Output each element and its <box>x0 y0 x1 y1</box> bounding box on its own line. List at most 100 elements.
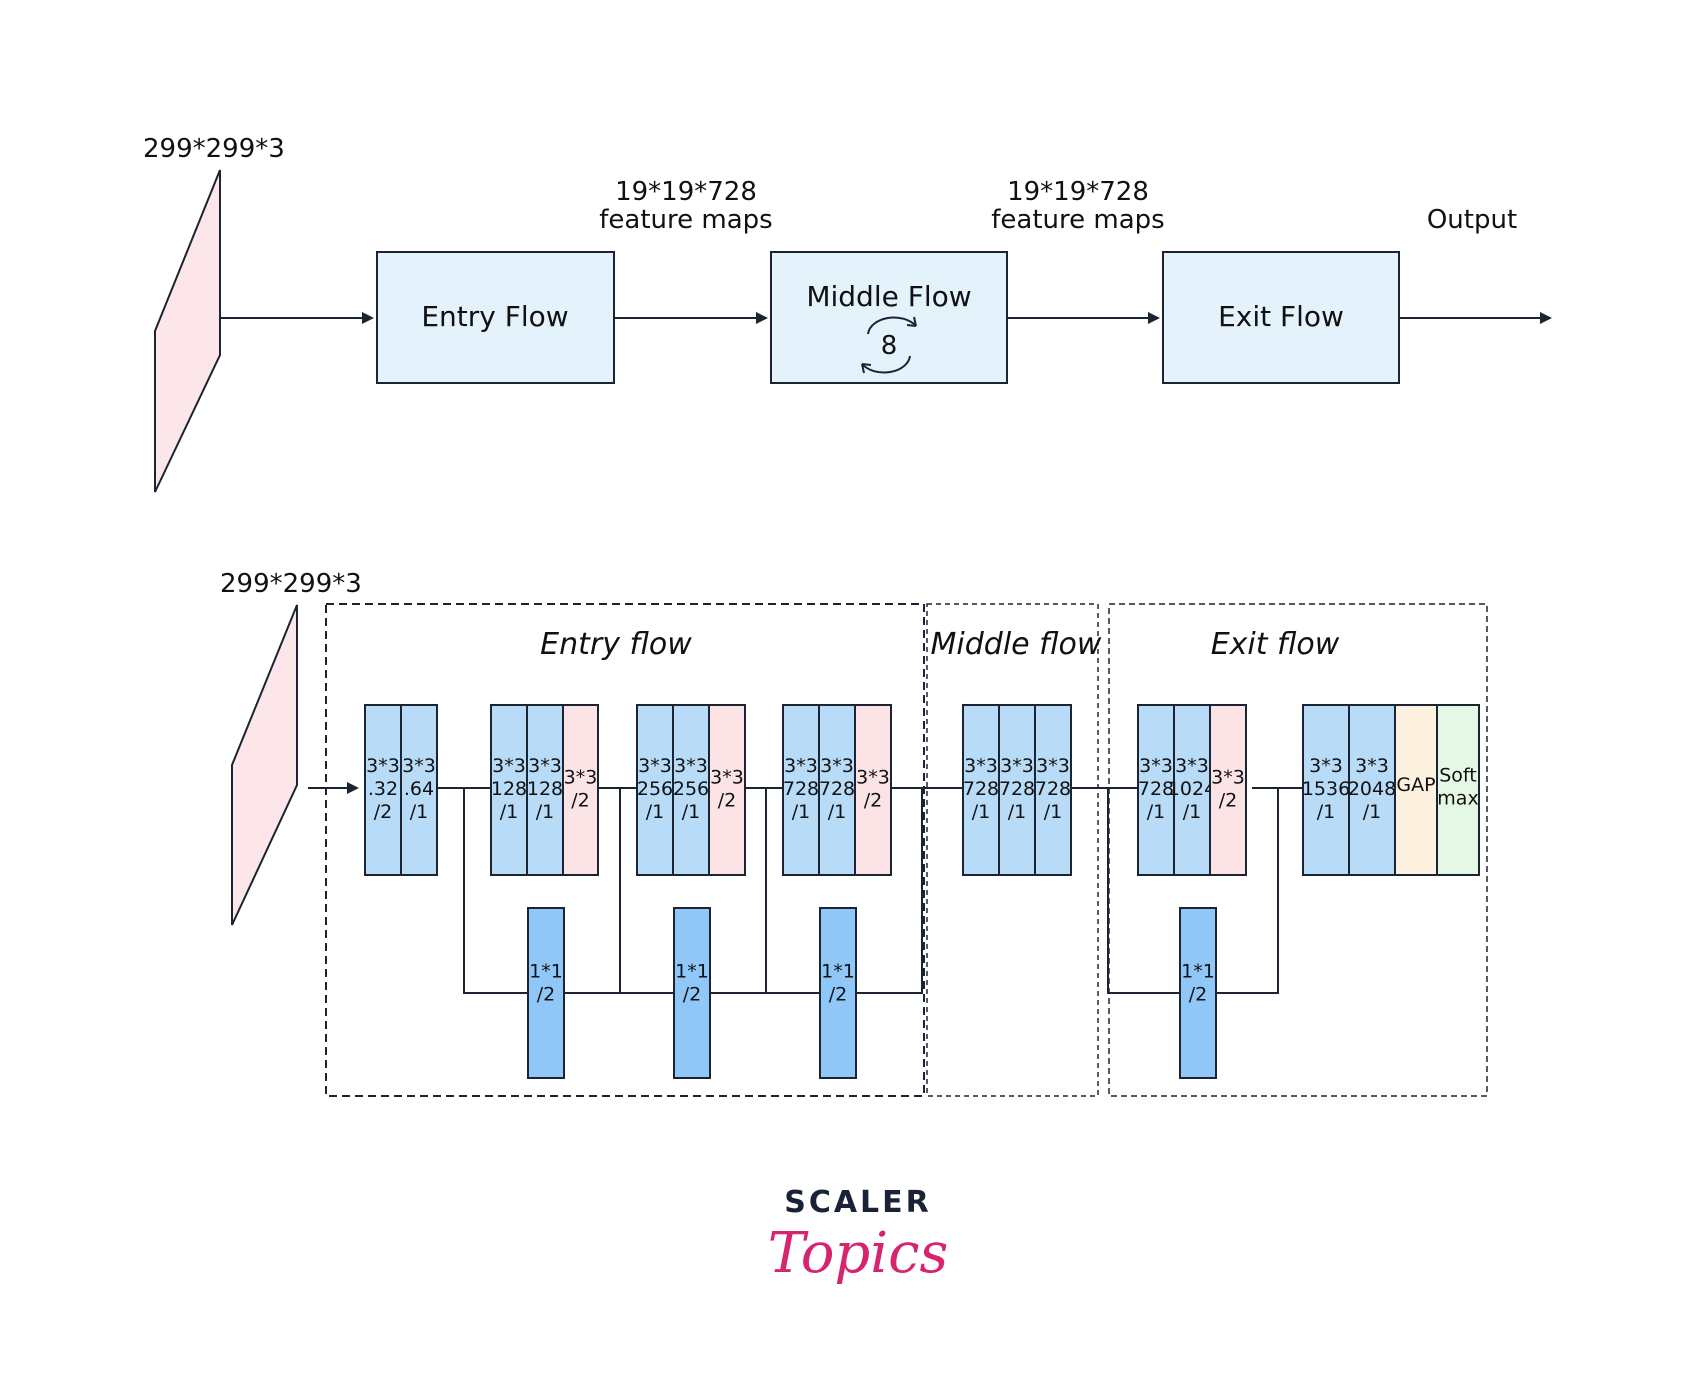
layer-blocks: 3*3.32/23*3.64/13*3128/13*3128/13*3/23*3… <box>364 704 1480 876</box>
middle-flow-section-title: Middle flow <box>931 627 1102 662</box>
softmax-block-20-line-1: max <box>1437 788 1478 810</box>
entry-flow-box <box>376 251 615 384</box>
conv-block-2-line-0: 3*3 <box>492 755 526 777</box>
pool-block-10-line-0: 3*3 <box>856 767 890 789</box>
conv-block-12-line-2: /1 <box>1008 801 1027 823</box>
shortcut-conv-block-2: 1*1/2 <box>819 907 857 1079</box>
conv-block-17-line-0: 3*3 <box>1309 755 1343 777</box>
conv-block-8-line-2: /1 <box>792 801 811 823</box>
conv-block-8-line-0: 3*3 <box>784 755 818 777</box>
conv-block-18-line-0: 3*3 <box>1355 755 1389 777</box>
conv-block-3-line-2: /1 <box>536 801 555 823</box>
conv-block-12-line-0: 3*3 <box>1000 755 1034 777</box>
conv-block-11-line-1: 728 <box>963 778 999 800</box>
conv-block-15-line-1: 1024 <box>1168 778 1216 800</box>
detailed-diagram: 299*299*3 Entry flow Middle flow Exit fl… <box>220 569 1488 1097</box>
conv-block-13-line-1: 728 <box>1035 778 1071 800</box>
conv-block-3-line-0: 3*3 <box>528 755 562 777</box>
conv-block-18-line-2: /1 <box>1363 801 1382 823</box>
shortcut-conv-block-3-line-1: /2 <box>1189 984 1208 1006</box>
conv-block-15-line-0: 3*3 <box>1175 755 1209 777</box>
shortcut-conv-block-0-line-1: /2 <box>537 984 556 1006</box>
exit-flow-box <box>1162 251 1400 384</box>
conv-block-0-line-0: 3*3 <box>366 755 400 777</box>
conv-block-5-line-2: /1 <box>646 801 665 823</box>
entry-flow-section <box>325 603 925 1097</box>
conv-block-9-line-2: /1 <box>828 801 847 823</box>
feature-maps-label-1-size: 19*19*728 <box>615 177 757 207</box>
conv-block-12-line-1: 728 <box>999 778 1035 800</box>
entry-flow-section-title: Entry flow <box>540 627 692 662</box>
shortcut-conv-block-0-line-0: 1*1 <box>529 961 563 983</box>
exit-flow-section-title: Exit flow <box>1211 627 1340 662</box>
conv-block-17-line-2: /1 <box>1317 801 1336 823</box>
gap-block-19: GAP <box>1394 704 1438 876</box>
shortcut-conv-block-3-line-0: 1*1 <box>1181 961 1215 983</box>
pool-block-4: 3*3/2 <box>562 704 599 876</box>
pool-block-10-line-1: /2 <box>864 790 883 812</box>
exit-flow-title: Exit Flow <box>1218 300 1344 333</box>
detail-input-image-shape <box>231 604 298 926</box>
repeat-count: 8 <box>881 331 898 361</box>
gap-block-19-line-0: GAP <box>1396 774 1435 796</box>
conv-block-2-line-2: /1 <box>500 801 519 823</box>
pool-block-10: 3*3/2 <box>854 704 892 876</box>
feature-maps-label-1-text: feature maps <box>599 205 772 235</box>
conv-block-0-line-1: .32 <box>368 778 398 800</box>
shortcut-conv-block-3: 1*1/2 <box>1179 907 1217 1079</box>
pool-block-7-line-1: /2 <box>718 790 737 812</box>
conv-block-5-line-0: 3*3 <box>638 755 672 777</box>
conv-block-15-line-2: /1 <box>1183 801 1202 823</box>
logo-topics-text: Topics <box>768 1221 949 1286</box>
conv-block-0: 3*3.32/2 <box>364 704 402 876</box>
conv-block-14-line-1: 728 <box>1138 778 1174 800</box>
conv-block-2-line-1: 128 <box>491 778 527 800</box>
middle-flow-section <box>926 603 1099 1097</box>
conv-block-11-line-0: 3*3 <box>964 755 998 777</box>
conv-block-8-line-1: 728 <box>783 778 819 800</box>
conv-block-17-line-1: 1536 <box>1302 778 1350 800</box>
repeat-icon <box>861 316 917 374</box>
shortcut-blocks: 1*1/21*1/21*1/21*1/2 <box>527 907 1217 1079</box>
overview-diagram: 299*299*3 Entry Flow 19*19*728 feature m… <box>143 134 1552 493</box>
shortcut-conv-block-2-line-1: /2 <box>829 984 848 1006</box>
entry-flow-title: Entry Flow <box>421 300 568 333</box>
softmax-block-20-line-0: Soft <box>1439 765 1477 787</box>
detail-input-size-label: 299*299*3 <box>220 569 362 599</box>
input-size-label: 299*299*3 <box>143 134 285 164</box>
input-image-shape <box>154 169 221 493</box>
shortcut-conv-block-1-line-1: /2 <box>683 984 702 1006</box>
conv-block-5-line-1: 256 <box>637 778 673 800</box>
conv-block-9-line-0: 3*3 <box>820 755 854 777</box>
conv-block-1: 3*3.64/1 <box>400 704 438 876</box>
feature-maps-label-2-text: feature maps <box>991 205 1164 235</box>
conv-block-13-line-2: /1 <box>1044 801 1063 823</box>
conv-block-6-line-2: /1 <box>682 801 701 823</box>
pool-block-16-line-1: /2 <box>1219 790 1238 812</box>
pool-block-7: 3*3/2 <box>708 704 746 876</box>
pool-block-7-line-0: 3*3 <box>710 767 744 789</box>
conv-block-1-line-0: 3*3 <box>402 755 436 777</box>
pool-block-16-line-0: 3*3 <box>1211 767 1245 789</box>
shortcut-conv-block-1-line-0: 1*1 <box>675 961 709 983</box>
output-label: Output <box>1427 205 1517 235</box>
feature-maps-label-2-size: 19*19*728 <box>1007 177 1149 207</box>
pool-block-16: 3*3/2 <box>1209 704 1247 876</box>
conv-block-0-line-2: /2 <box>374 801 393 823</box>
conv-block-13-line-0: 3*3 <box>1036 755 1070 777</box>
shortcut-conv-block-0: 1*1/2 <box>527 907 565 1079</box>
